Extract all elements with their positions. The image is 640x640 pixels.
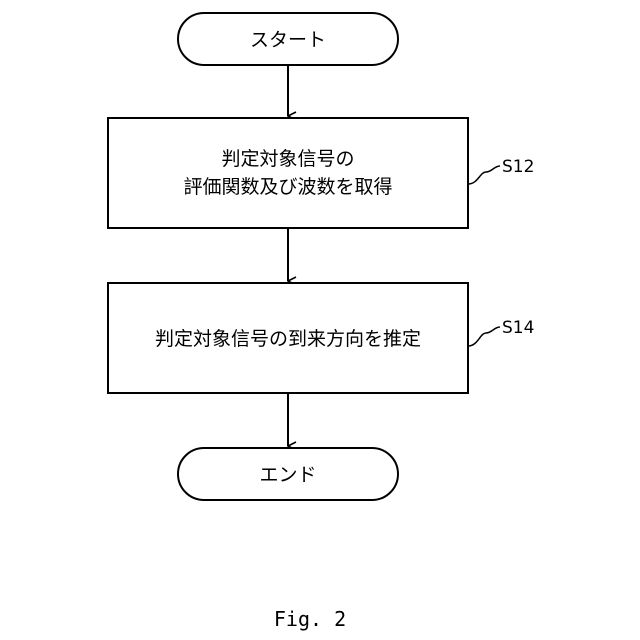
step-label-s14: S14 [502, 318, 534, 338]
process-box-s12: 判定対象信号の 評価関数及び波数を取得 [108, 118, 468, 228]
step-label-leader-s14 [468, 327, 500, 346]
end-terminal: エンド [178, 448, 398, 500]
start-terminal: スタート [178, 13, 398, 65]
process-s12-text-line-1: 判定対象信号の [221, 148, 354, 170]
figure-caption: Fig. 2 [274, 607, 346, 631]
process-box-s12-shape [108, 118, 468, 228]
process-s12-text-line-2: 評価関数及び波数を取得 [183, 176, 392, 198]
start-label: スタート [250, 29, 326, 51]
step-label-leader-s12 [468, 166, 500, 184]
end-label: エンド [259, 464, 316, 486]
step-label-s12: S12 [502, 157, 534, 177]
process-box-s14: 判定対象信号の到来方向を推定 [108, 283, 468, 393]
process-s14-text-line-1: 判定対象信号の到来方向を推定 [155, 328, 421, 350]
